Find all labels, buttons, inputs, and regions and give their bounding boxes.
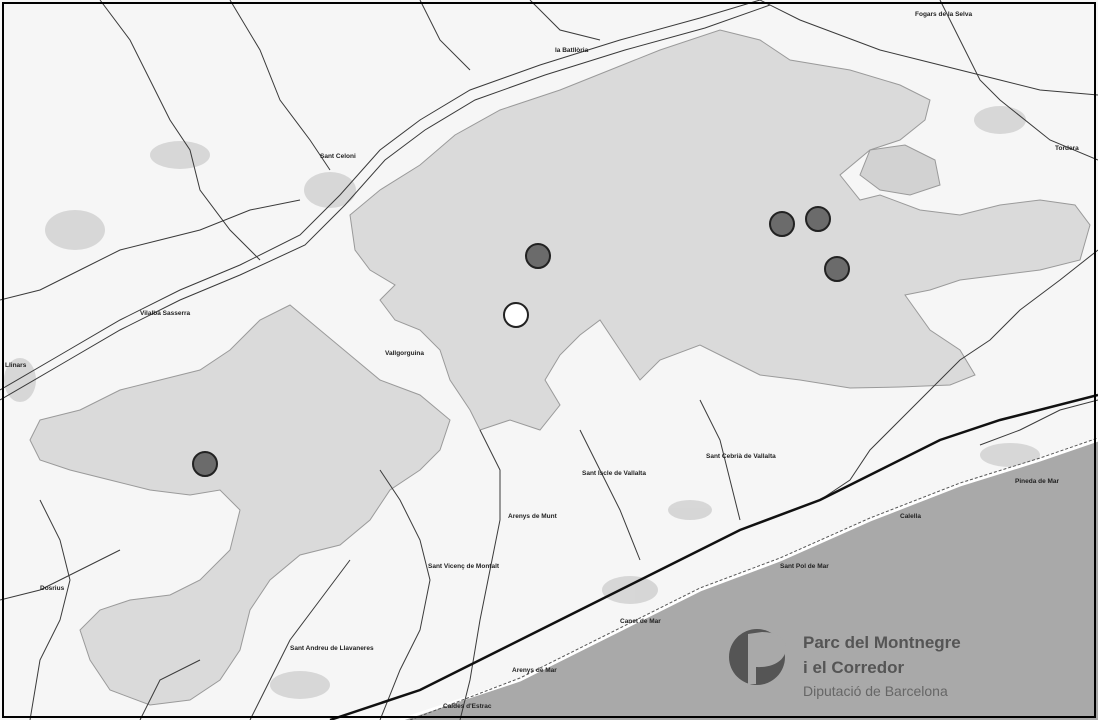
label-pineda: Pineda de Mar [1015, 478, 1060, 485]
coastline [399, 438, 1098, 720]
label-sant-pol: Sant Pol de Mar [780, 563, 829, 570]
label-sant-celoni: Sant Celoni [320, 153, 356, 160]
label-sant-iscle: Sant Iscle de Vallalta [582, 470, 646, 477]
brand-organization: Diputació de Barcelona [803, 683, 948, 699]
rail-line [409, 437, 1098, 720]
markers [192, 206, 850, 477]
label-dosrius: Dosrius [40, 585, 65, 592]
label-arenys-munt: Arenys de Munt [508, 513, 558, 520]
label-sant-cebria: Sant Cebrià de Vallalta [706, 453, 776, 460]
label-vilalba-sasserra: Vilalba Sasserra [140, 310, 190, 317]
marker-1[interactable] [525, 243, 551, 269]
label-canet: Canet de Mar [620, 618, 661, 625]
label-sant-andreu: Sant Andreu de Llavaneres [290, 645, 374, 652]
park-area [29, 29, 1091, 706]
brand-title-line1: Parc del Montnegre [803, 633, 961, 652]
place-labels: Sant Celoni Vilalba Sasserra Llinars Val… [5, 11, 1079, 710]
label-batlloria: la Batllòria [555, 47, 589, 54]
label-llinars: Llinars [5, 362, 27, 369]
label-fogars: Fogars de la Selva [915, 11, 972, 18]
marker-2[interactable] [503, 302, 529, 328]
label-vallgorguina: Vallgorguina [385, 350, 424, 357]
coastal-highway [329, 393, 1098, 720]
label-caldes: Caldes d'Estrac [443, 703, 492, 710]
park-logo-icon [729, 629, 786, 685]
marker-5[interactable] [824, 256, 850, 282]
marker-6[interactable] [192, 451, 218, 477]
marker-3[interactable] [769, 211, 795, 237]
label-sant-vicenc: Sant Vicenç de Montalt [428, 563, 500, 570]
label-tordera: Tordera [1055, 145, 1079, 152]
label-calella: Calella [900, 513, 921, 520]
sea [400, 440, 1098, 720]
brand-title-line2: i el Corredor [803, 658, 905, 677]
marker-4[interactable] [805, 206, 831, 232]
label-arenys-mar: Arenys de Mar [512, 667, 557, 674]
urban-areas [4, 106, 1040, 699]
